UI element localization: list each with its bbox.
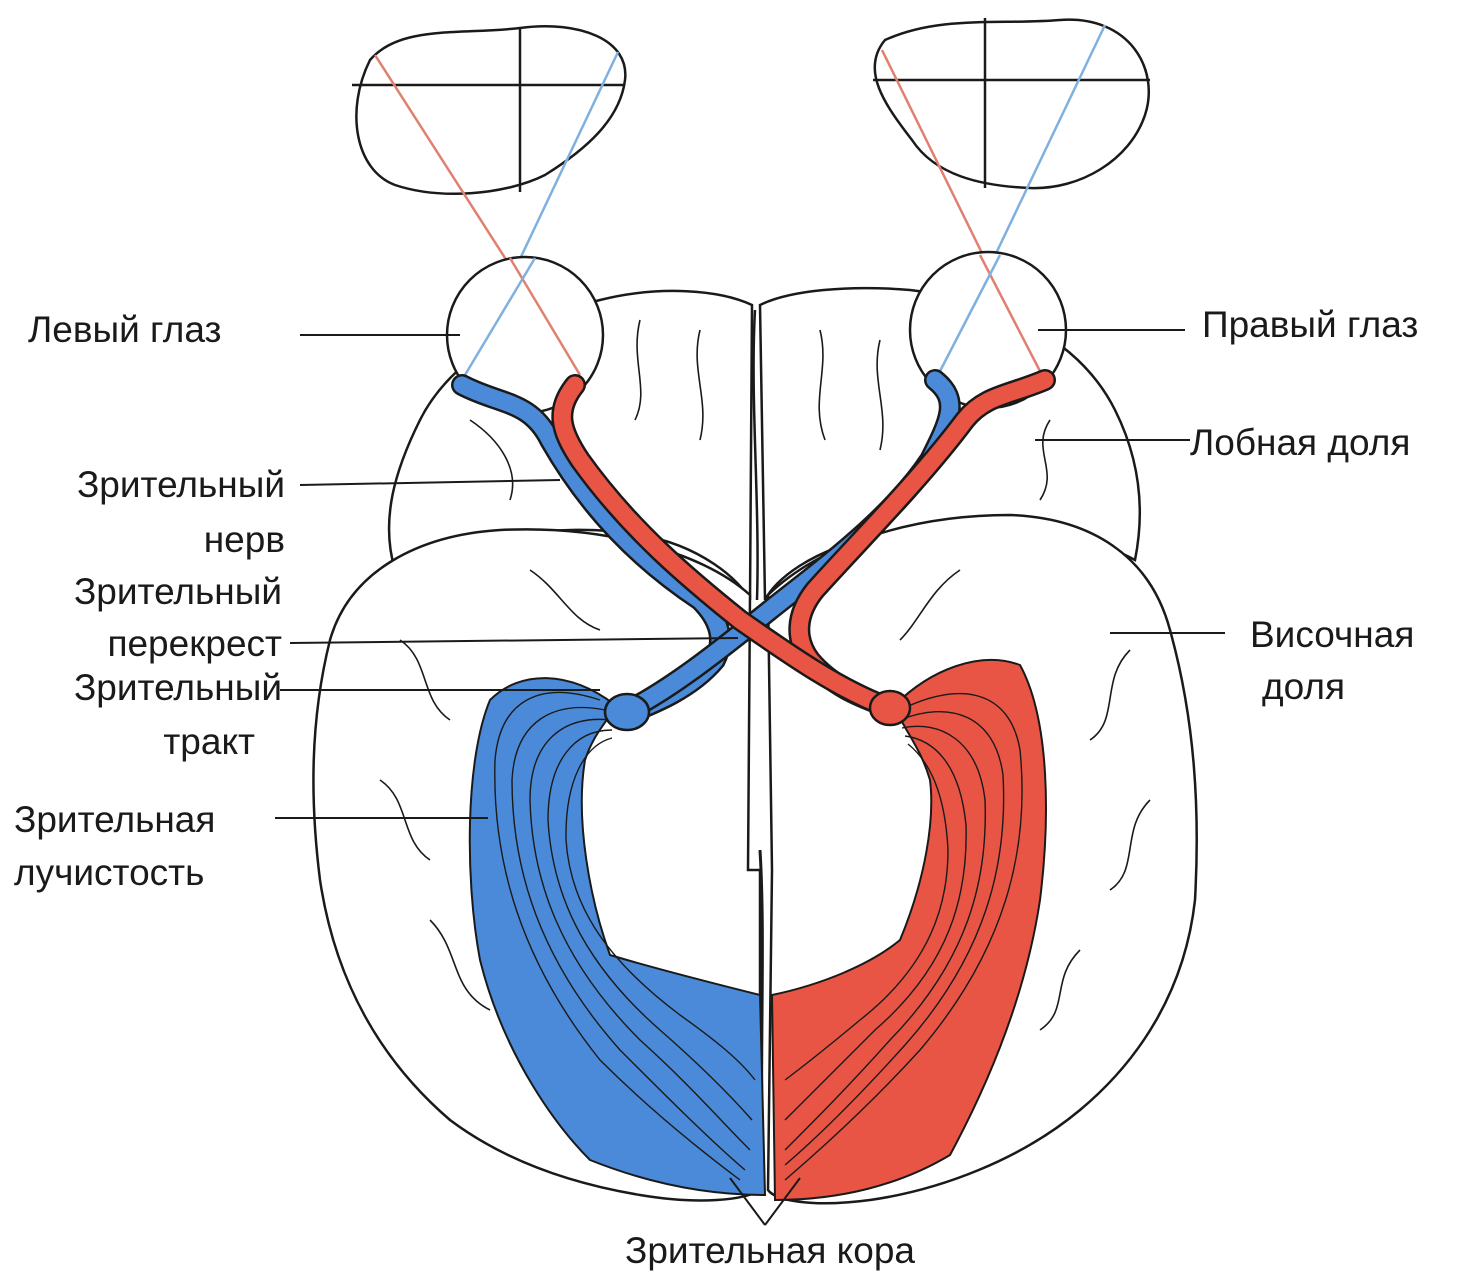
label-radiation-line1: Зрительная (14, 795, 215, 845)
left-geniculate (605, 694, 649, 730)
label-temporal-line1: Височная (1250, 610, 1414, 660)
label-chiasm-line2: перекрест (20, 619, 282, 669)
frontal-fissure (754, 310, 758, 600)
label-optic-nerve-line2: нерв (20, 515, 285, 565)
label-tract-line1: Зрительный (20, 663, 282, 713)
label-chiasm-line1: Зрительный (20, 567, 282, 617)
right-geniculate (870, 691, 910, 725)
left-visual-field (356, 26, 625, 193)
label-frontal-lobe: Лобная доля (1190, 418, 1410, 468)
label-left-eye: Левый глаз (28, 305, 221, 355)
label-optic-nerve-line1: Зрительный (20, 460, 285, 510)
label-visual-cortex: Зрительная кора (560, 1226, 980, 1275)
label-right-eye: Правый глаз (1202, 300, 1418, 350)
right-visual-field (875, 20, 1149, 188)
label-temporal-line2: доля (1262, 662, 1345, 712)
label-tract-line2: тракт (20, 717, 255, 767)
label-radiation-line2: лучистость (14, 848, 204, 898)
